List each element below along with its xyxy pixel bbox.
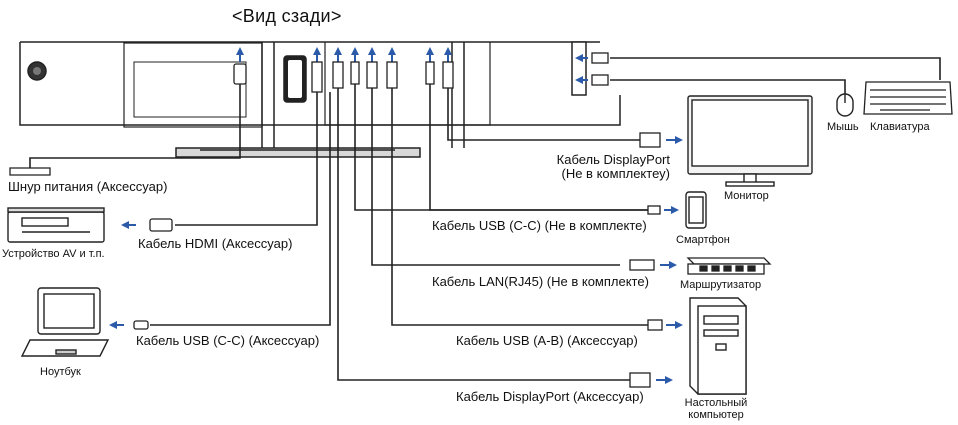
displayport-label-line1: Кабель DisplayPort <box>556 152 670 167</box>
usb-cc-label: Кабель USB (C-C) (Не в комплекте) <box>432 218 647 233</box>
monitor-label: Монитор <box>724 190 769 202</box>
av-device-icon <box>7 207 105 243</box>
hdmi-cable-label: Кабель HDMI (Аксессуар) <box>138 236 293 251</box>
usb-mouse-cable <box>610 79 846 95</box>
mouse-icon <box>836 93 854 117</box>
power-cable-label: Шнур питания (Аксессуар) <box>8 179 168 194</box>
usb-cc-cable <box>354 84 658 211</box>
lan-cable-label: Кабель LAN(RJ45) (Не в комплекте) <box>432 274 649 289</box>
desktop-label-line2: компьютер <box>688 409 744 421</box>
diagram-title: <Вид сзади> <box>232 6 342 26</box>
port-arrows <box>236 47 452 62</box>
displayport-accessory-label: Кабель DisplayPort (Аксессуар) <box>456 389 644 404</box>
usb-cc-accessory-label: Кабель USB (C-C) (Аксессуар) <box>136 333 320 348</box>
router-icon <box>686 257 772 275</box>
av-device-label: Устройство AV и т.п. <box>2 248 105 260</box>
desktop-icon <box>689 297 747 395</box>
lan-cable <box>371 88 620 266</box>
direction-arrows <box>109 54 683 384</box>
usb-cc-phone-cable <box>429 84 658 211</box>
usb-cc-accessory-cable <box>150 92 331 326</box>
router-label: Маршрутизатор <box>680 279 762 291</box>
mouse-label: Мышь <box>827 121 859 133</box>
displayport-accessory-cable <box>337 88 630 381</box>
keyboard-label: Клавиатура <box>870 121 930 133</box>
hdmi-cable <box>175 92 318 226</box>
keyboard-icon <box>863 81 953 115</box>
cable-end-connectors <box>9 52 663 388</box>
monitor-icon <box>687 95 813 187</box>
power-cable <box>29 84 241 168</box>
laptop-label: Ноутбук <box>40 366 81 378</box>
usb-ab-cable <box>391 88 650 326</box>
laptop-icon <box>20 287 110 357</box>
usb-ab-cable-label: Кабель USB (A-B) (Аксессуар) <box>456 333 638 348</box>
cables <box>29 57 941 381</box>
usb-keyboard-cable <box>610 57 941 80</box>
displayport-label-line2: (Не в комплектеу) <box>561 166 671 181</box>
displayport-cable <box>447 88 640 141</box>
smartphone-icon <box>685 191 707 229</box>
desktop-label-line1: Настольный <box>684 397 748 409</box>
smartphone-label: Смартфон <box>676 234 730 246</box>
port-plugs <box>233 61 454 93</box>
monitor-rear-view <box>19 41 621 158</box>
